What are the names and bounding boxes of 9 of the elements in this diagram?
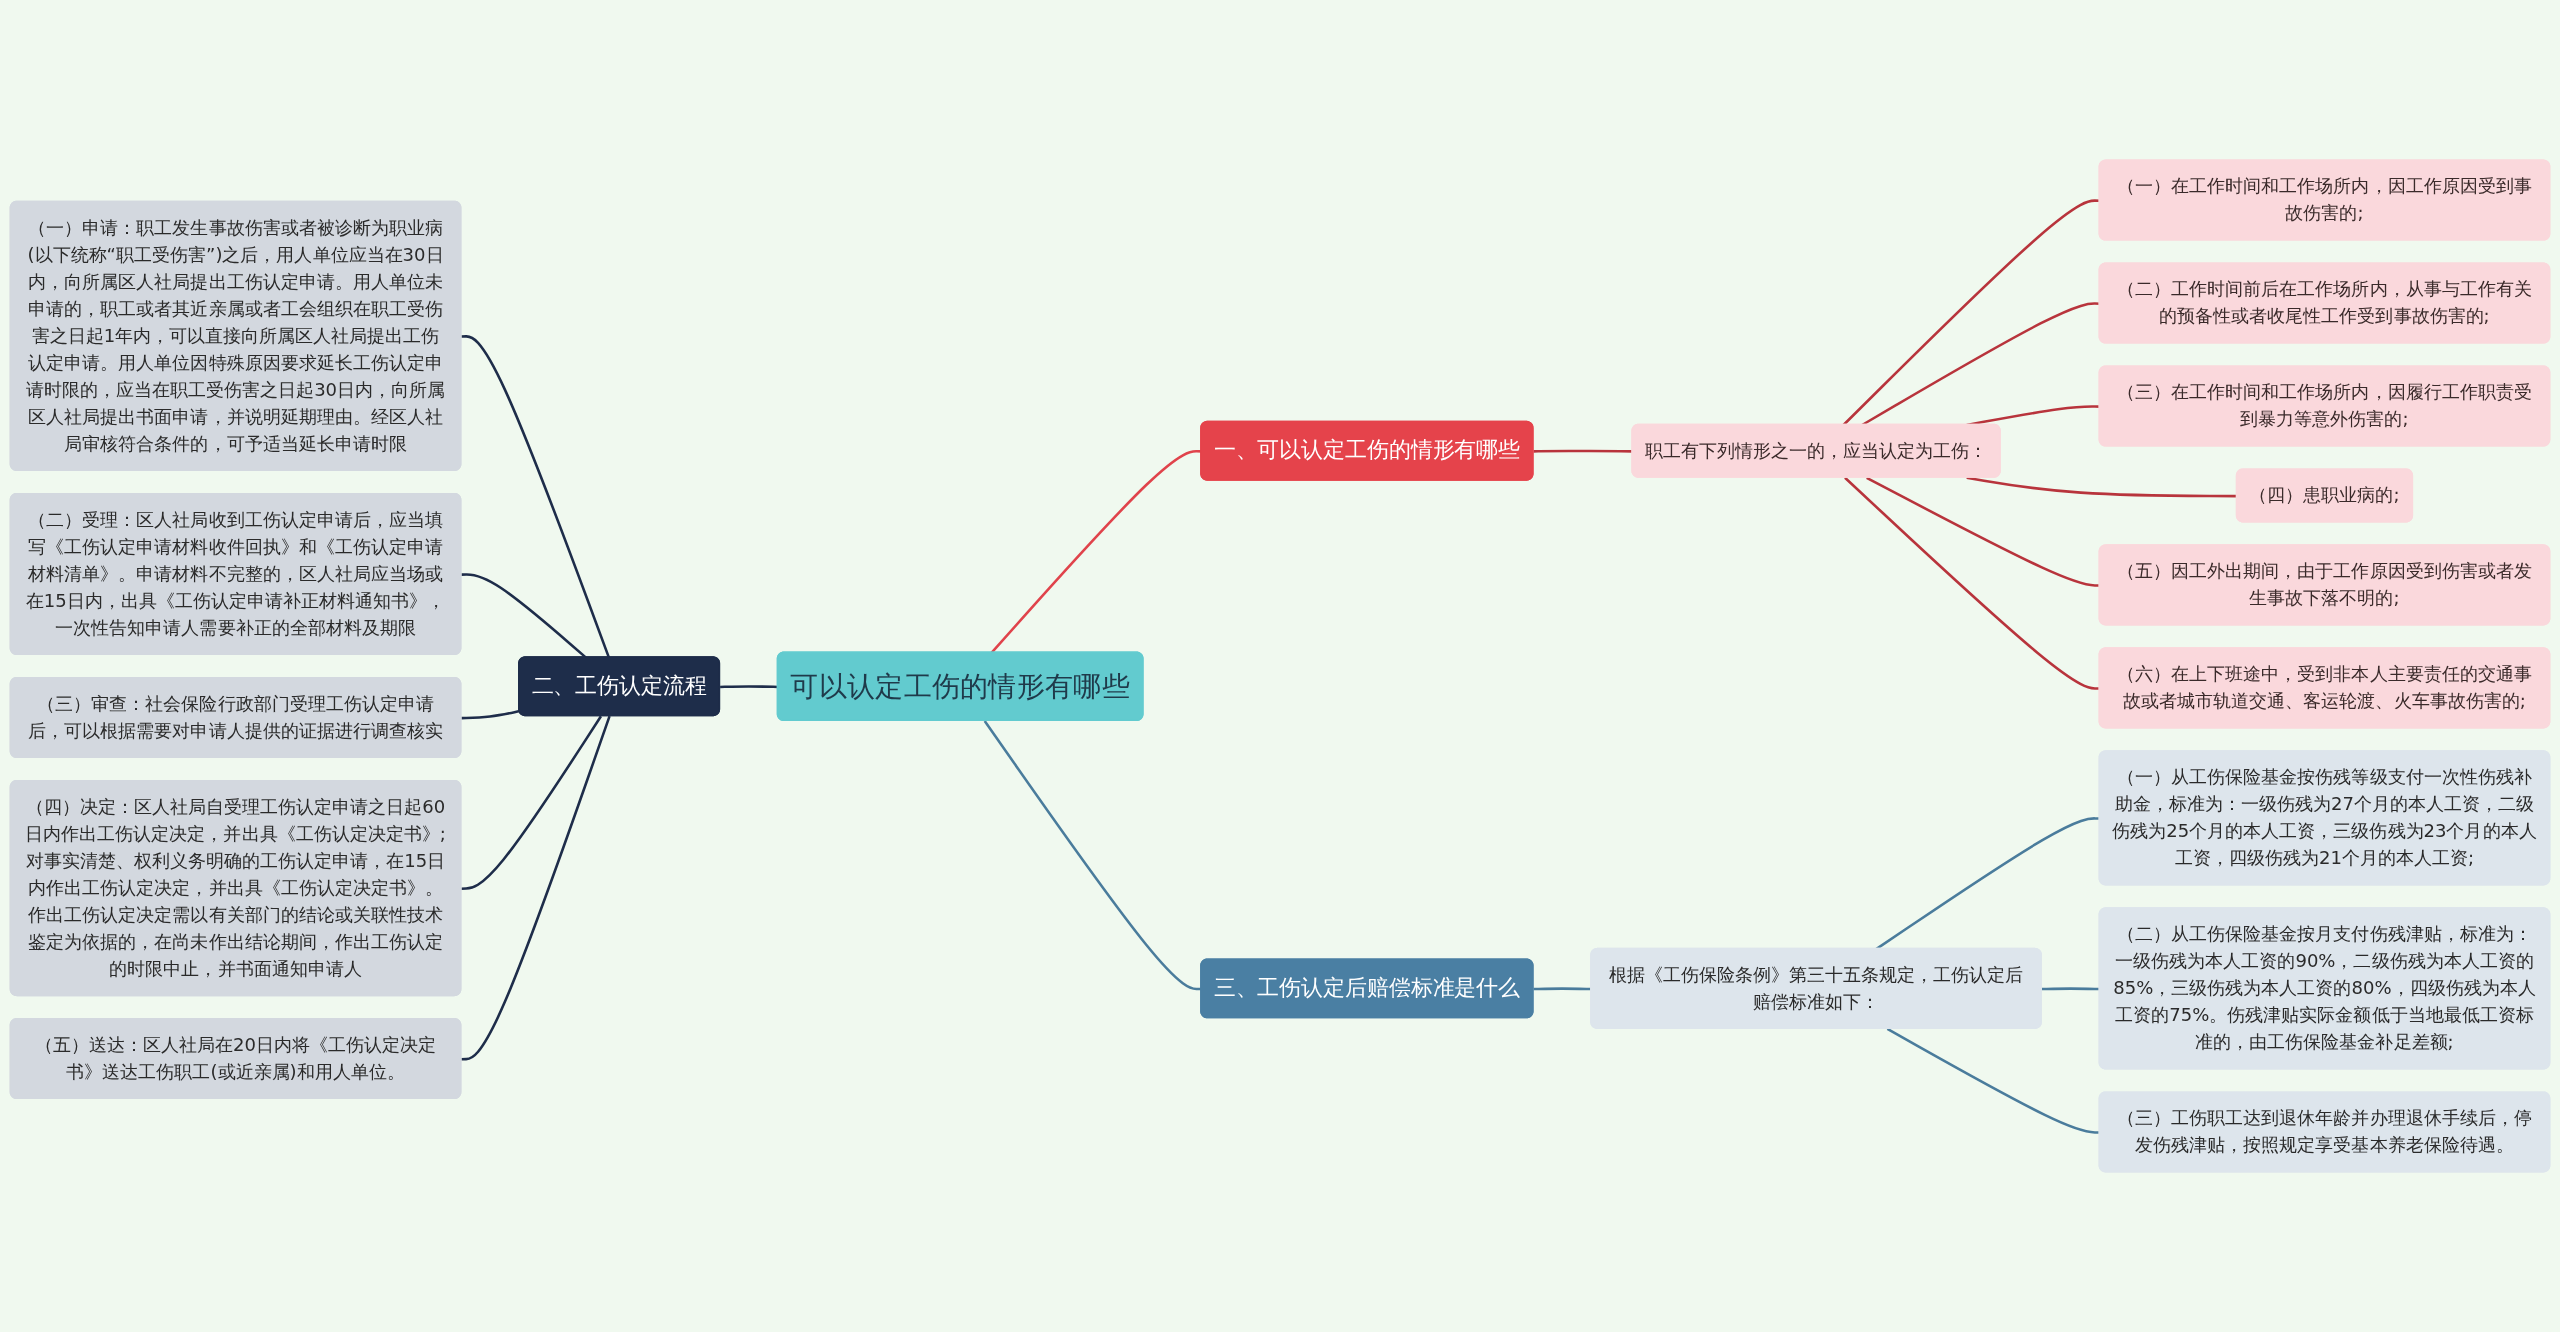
- connector: [1844, 476, 2100, 690]
- connector: [461, 715, 611, 1061]
- connector: [1886, 1027, 2100, 1134]
- connector: [1533, 449, 1633, 453]
- connector: [1842, 199, 2100, 426]
- connector: [461, 709, 520, 720]
- connector: [461, 715, 603, 890]
- connector: [1866, 476, 2100, 587]
- connector: [2041, 987, 2100, 991]
